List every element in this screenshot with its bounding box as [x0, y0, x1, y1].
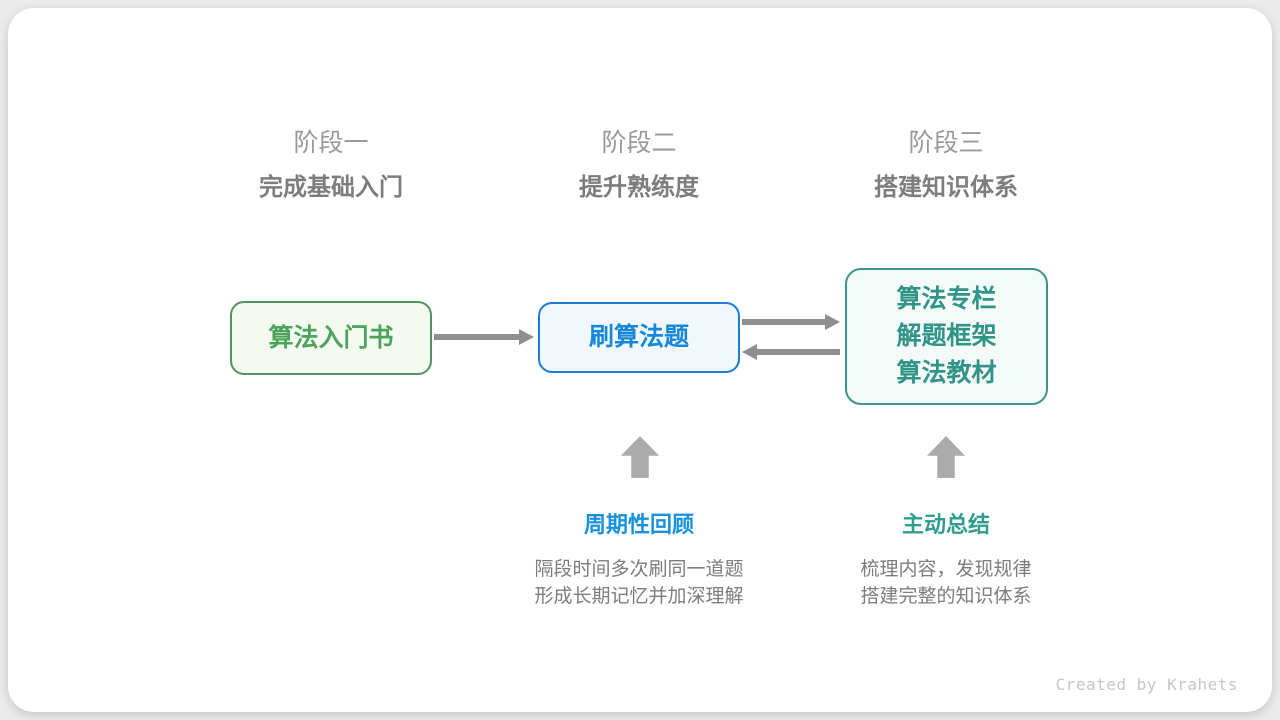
stage-header-3: 阶段三 搭建知识体系: [786, 128, 1106, 203]
box-beginner-book: 算法入门书: [230, 301, 432, 375]
box-knowledge-system-line-3: 算法教材: [896, 359, 997, 387]
box-knowledge-system-line-2: 解题框架: [896, 322, 997, 350]
annotation-periodic-review: 周期性回顾 隔段时间多次刷同一道题 形成长期记忆并加深理解: [469, 510, 809, 610]
box-practice-problems-label: 刷算法题: [588, 323, 689, 351]
arrow-shaft: [434, 334, 521, 340]
annotation-periodic-review-desc: 隔段时间多次刷同一道题 形成长期记忆并加深理解: [469, 556, 809, 610]
stage-2-label: 阶段二: [601, 129, 677, 157]
stage-header-2: 阶段二 提升熟练度: [479, 128, 799, 203]
box-knowledge-system-line-1: 算法专栏: [896, 285, 997, 313]
stage-1-label: 阶段一: [293, 129, 369, 157]
box-beginner-book-label: 算法入门书: [268, 323, 394, 352]
arrow-right-icon: [742, 314, 840, 330]
up-arrow-icon: [621, 436, 659, 478]
stage-3-label: 阶段三: [908, 129, 984, 157]
arrow-head: [742, 344, 757, 360]
arrow-right-icon: [434, 329, 534, 345]
desc-line: 搭建完整的知识体系: [860, 586, 1032, 607]
annotation-periodic-review-title: 周期性回顾: [583, 512, 694, 537]
box-knowledge-system: 算法专栏 解题框架 算法教材: [845, 268, 1048, 405]
annotation-active-summary-desc: 梳理内容，发现规律 搭建完整的知识体系: [776, 556, 1116, 610]
stage-3-subtitle: 搭建知识体系: [874, 174, 1018, 201]
desc-line: 梳理内容，发现规律: [860, 559, 1032, 580]
stage-1-subtitle: 完成基础入门: [259, 174, 403, 201]
desc-line: 形成长期记忆并加深理解: [534, 586, 744, 607]
stage-2-subtitle: 提升熟练度: [579, 174, 699, 201]
footer-credit: Created by Krahets: [1055, 675, 1238, 694]
annotation-active-summary: 主动总结 梳理内容，发现规律 搭建完整的知识体系: [776, 510, 1116, 610]
up-arrow-icon: [927, 436, 965, 478]
arrow-head: [825, 314, 840, 330]
box-practice-problems: 刷算法题: [538, 302, 740, 373]
arrow-shaft: [742, 319, 827, 325]
desc-line: 隔段时间多次刷同一道题: [534, 559, 744, 580]
arrow-shaft: [755, 349, 840, 355]
arrow-left-icon: [742, 344, 840, 360]
stage-header-1: 阶段一 完成基础入门: [171, 128, 491, 203]
arrow-head: [519, 329, 534, 345]
annotation-active-summary-title: 主动总结: [901, 512, 990, 537]
